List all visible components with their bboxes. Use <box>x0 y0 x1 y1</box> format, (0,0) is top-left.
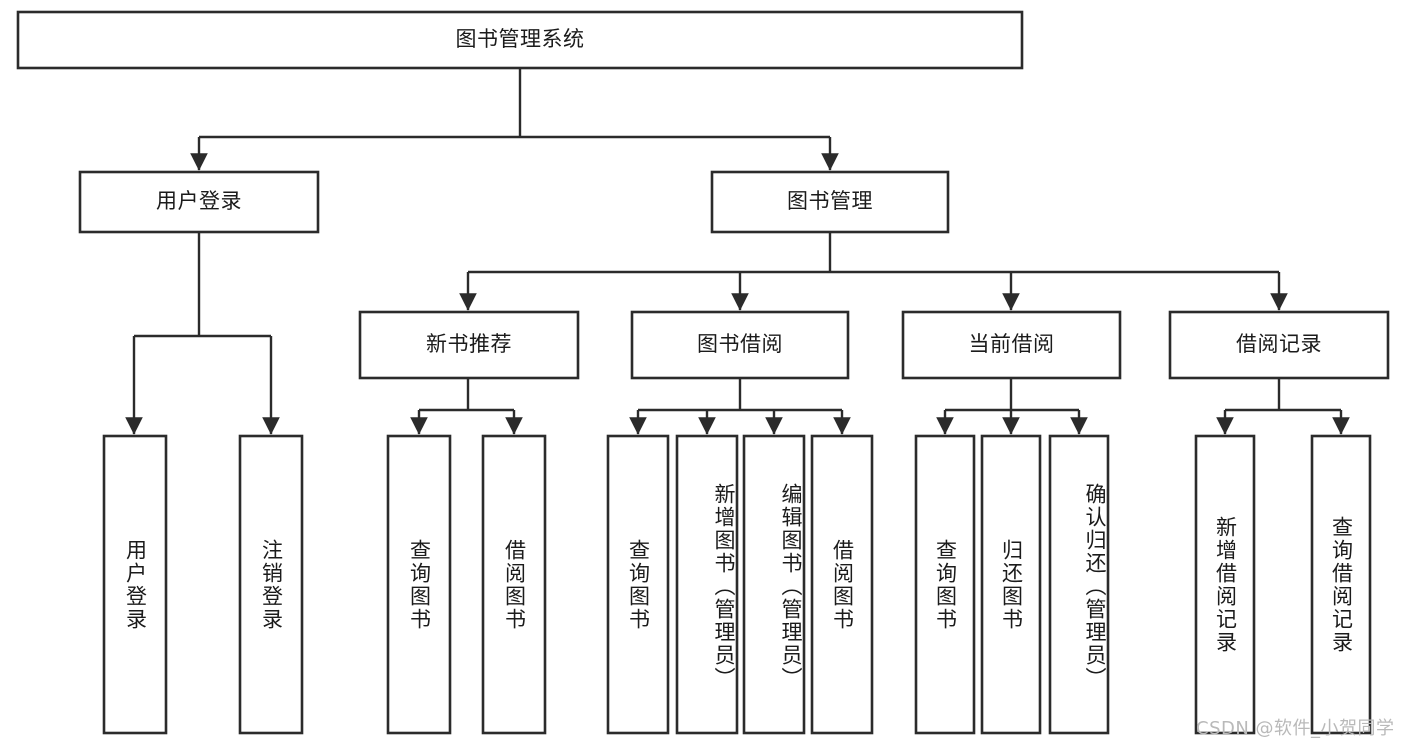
edges-layer <box>125 68 1350 435</box>
node-root[interactable] <box>16 10 1024 70</box>
node-borrow-record[interactable] <box>1168 310 1390 380</box>
node-leaf-user-login[interactable] <box>102 434 168 735</box>
node-leaf-borrow-book-2[interactable] <box>810 434 874 735</box>
edge-newbook-bus <box>419 378 514 412</box>
edge-currentborrow-bus <box>945 378 1079 412</box>
node-leaf-query-book-2[interactable] <box>606 434 670 735</box>
node-new-book-recommend[interactable] <box>358 310 580 380</box>
node-book-manage[interactable] <box>710 170 950 234</box>
node-book-borrow[interactable] <box>630 310 850 380</box>
node-leaf-logout[interactable] <box>238 434 304 735</box>
edge-root-bus <box>199 68 830 139</box>
node-leaf-query-record[interactable] <box>1310 434 1372 735</box>
node-leaf-confirm-return[interactable] <box>1048 434 1110 735</box>
node-leaf-borrow-book-1[interactable] <box>481 434 547 735</box>
node-leaf-edit-book[interactable] <box>742 434 806 735</box>
node-user-login[interactable] <box>78 170 320 234</box>
node-leaf-query-book-3[interactable] <box>914 434 976 735</box>
edge-userlogin-bus <box>134 232 271 338</box>
node-current-borrow[interactable] <box>901 310 1122 380</box>
node-leaf-return-book[interactable] <box>980 434 1042 735</box>
node-leaf-add-record[interactable] <box>1194 434 1256 735</box>
nodes-layer <box>16 10 1390 735</box>
edge-bookborrow-bus <box>638 378 842 412</box>
edge-borrowrecord-bus <box>1225 378 1341 412</box>
edge-bookmanage-bus <box>468 232 1279 274</box>
node-leaf-add-book[interactable] <box>675 434 739 735</box>
node-leaf-query-book-1[interactable] <box>386 434 452 735</box>
